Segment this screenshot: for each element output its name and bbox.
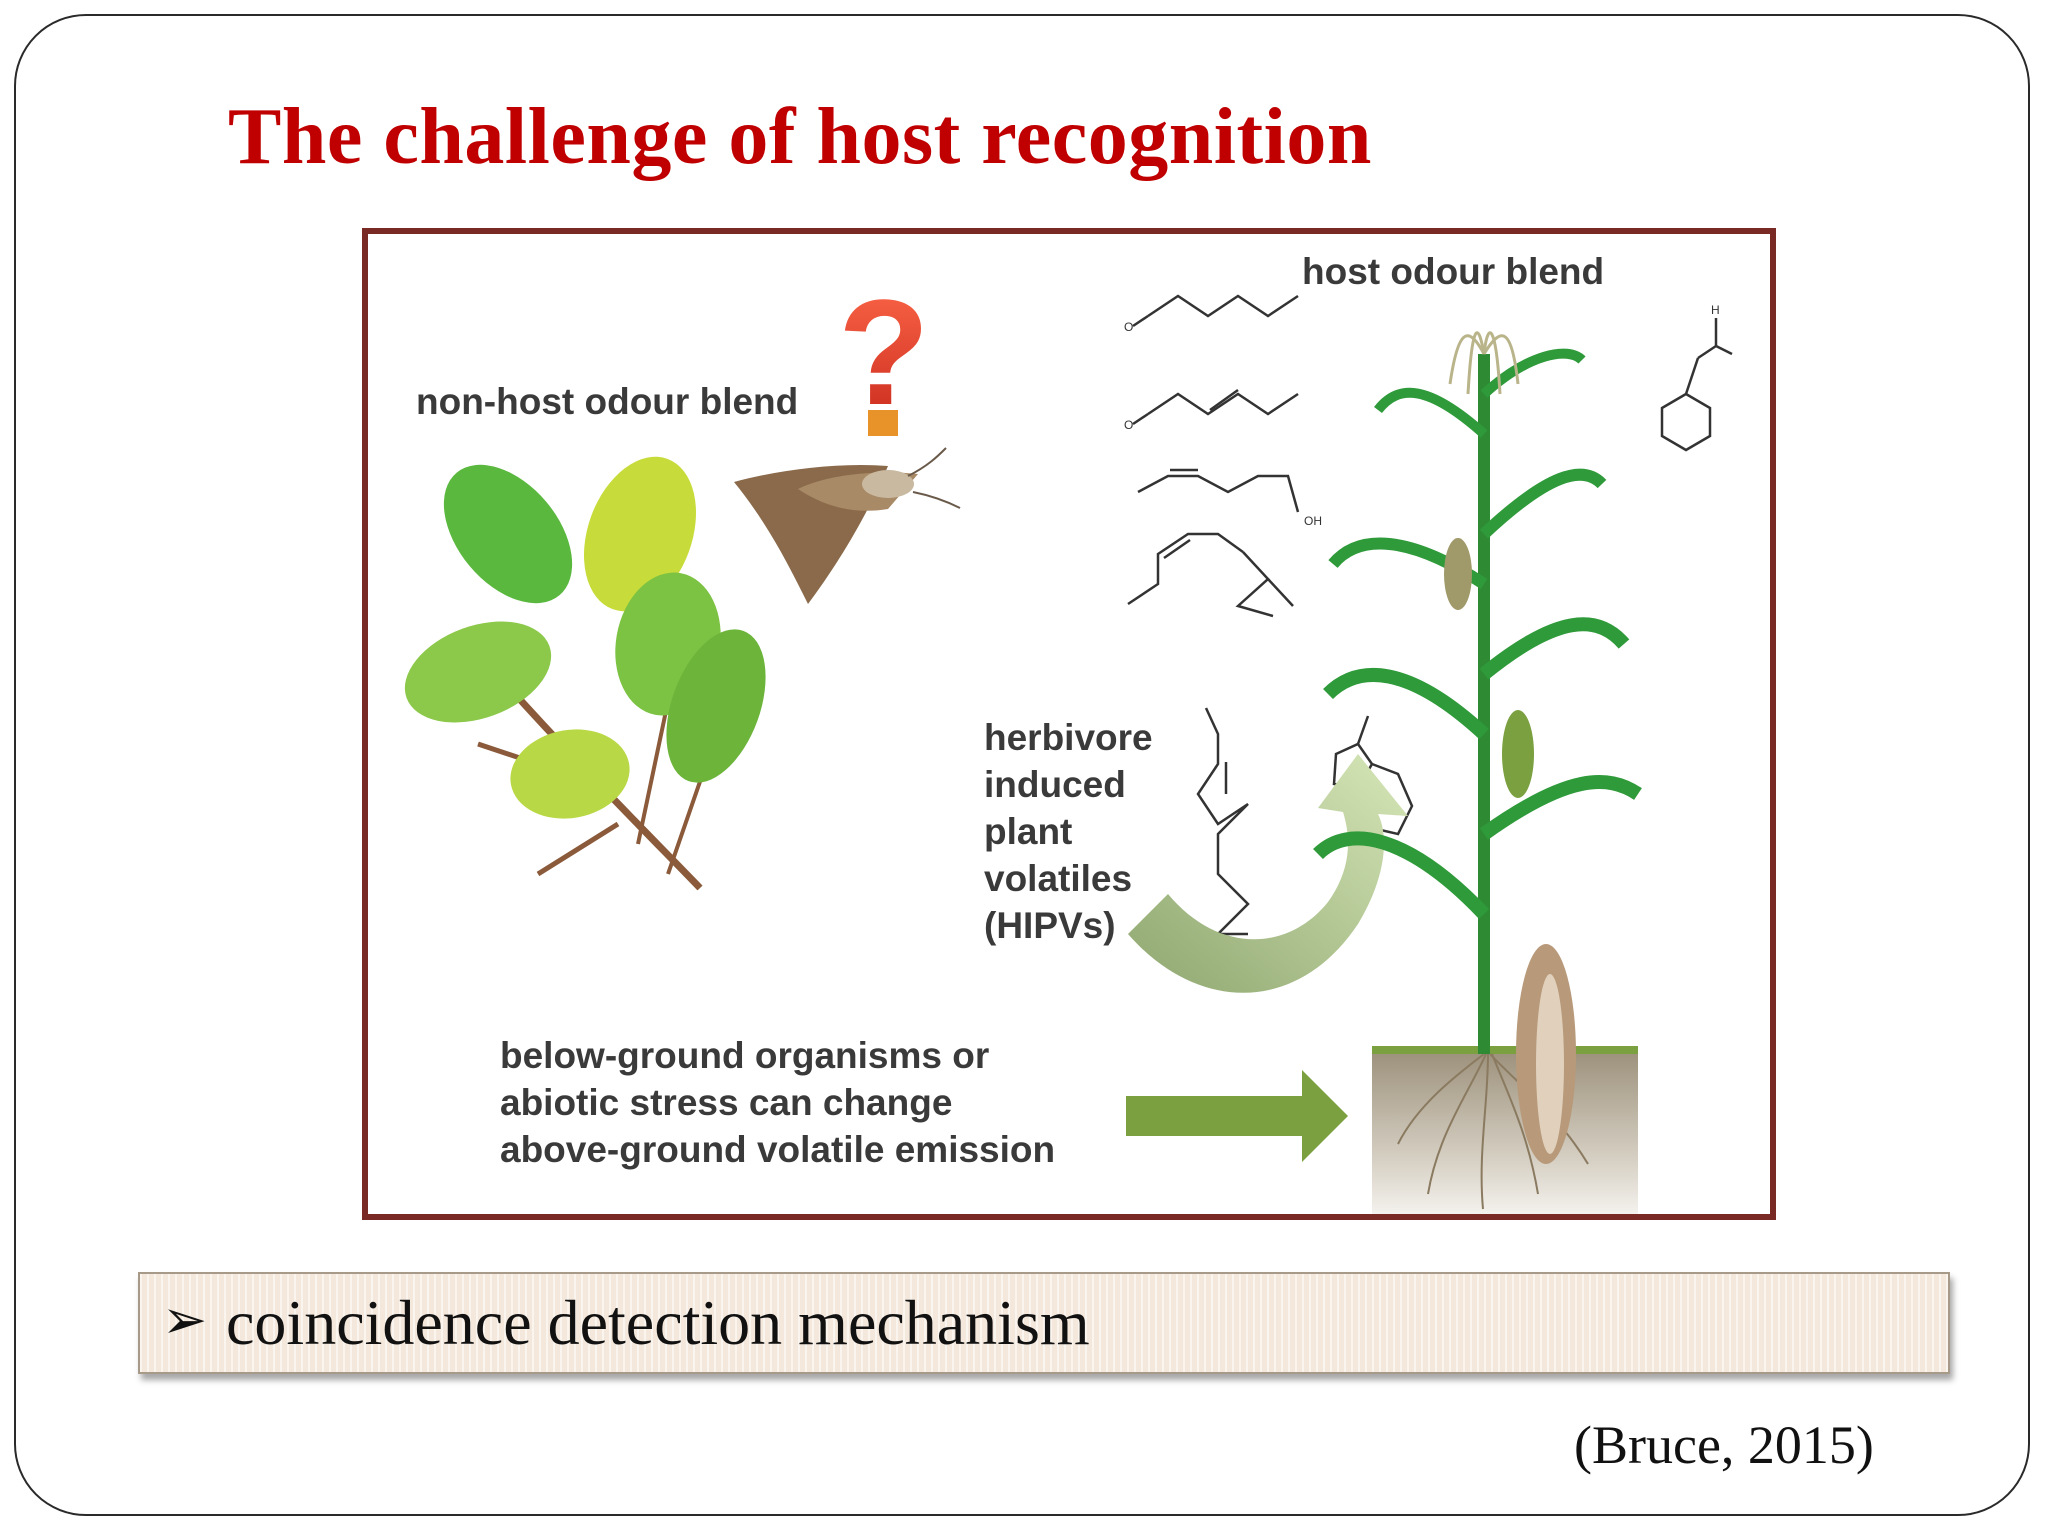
- below-ground-label: below-ground organisms or abiotic stress…: [500, 1032, 1055, 1173]
- hipv-line: (HIPVs): [984, 905, 1116, 946]
- chem-o-label: O: [1124, 418, 1133, 432]
- bullet-box: ➢ coincidence detection mechanism: [138, 1272, 1950, 1374]
- figure-illustration: ? OH O O: [404, 268, 1733, 1214]
- hipv-line: induced: [984, 764, 1126, 805]
- host-chemical-structures: [1127, 294, 1300, 618]
- curved-arrow: [1128, 754, 1408, 993]
- maize-plant-icon: [1313, 331, 1642, 1164]
- benzene-structure: [1660, 318, 1733, 452]
- chem-oh-label: OH: [1304, 514, 1322, 528]
- below-line: above-ground volatile emission: [500, 1129, 1056, 1170]
- bullet-text: coincidence detection mechanism: [226, 1287, 1090, 1358]
- right-arrow: [1126, 1070, 1348, 1162]
- arrow-bullet-icon: ➢: [162, 1288, 208, 1351]
- soil-block: [1372, 1046, 1638, 1214]
- host-odour-label: host odour blend: [1302, 251, 1605, 292]
- citation: (Bruce, 2015): [1574, 1415, 1874, 1475]
- question-mark: ?: [838, 268, 930, 436]
- below-line: abiotic stress can change: [500, 1082, 953, 1123]
- nonhost-odour-label: non-host odour blend: [416, 381, 799, 422]
- chem-o-label: O: [1124, 320, 1133, 334]
- question-mark-icon: ?: [838, 268, 930, 436]
- hipv-line: herbivore: [984, 717, 1153, 758]
- hipv-line: volatiles: [984, 858, 1133, 899]
- slide-title: The challenge of host recognition: [228, 93, 1372, 181]
- below-line: below-ground organisms or: [500, 1035, 990, 1076]
- figure-panel: ? OH O O: [362, 228, 1776, 1220]
- chem-h-label: H: [1711, 303, 1720, 317]
- moth-icon: [734, 447, 961, 604]
- hipv-line: plant: [984, 811, 1073, 852]
- leaf-branch-icon: [404, 456, 766, 891]
- hipv-label: herbivore induced plant volatiles (HIPVs…: [984, 714, 1153, 949]
